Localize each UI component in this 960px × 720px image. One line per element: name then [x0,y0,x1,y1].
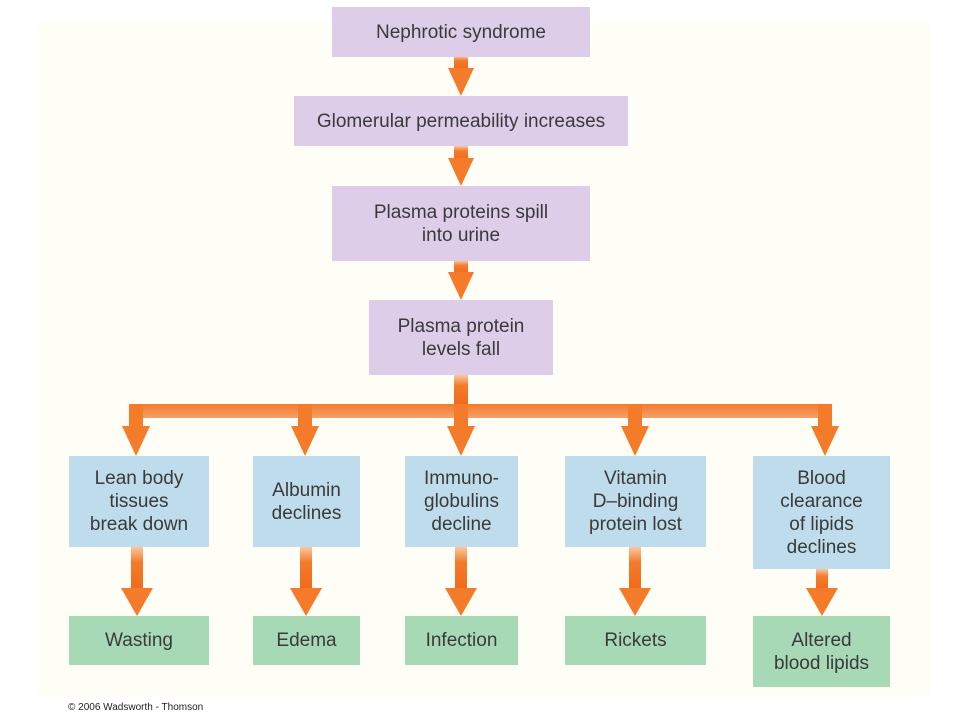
effect-arrows [121,547,838,616]
plasma-protein-levels-box: Plasma protein levels fall [369,300,553,375]
cause-label: Blood clearance of lipids declines [780,467,863,558]
effect-box-altered-lipids: Altered blood lipids [753,616,890,687]
plasma-proteins-spill-box: Plasma proteins spill into urine [332,186,590,261]
effect-box-rickets: Rickets [565,616,706,665]
effect-label: Wasting [105,630,173,651]
nephrotic-syndrome-box: Nephrotic syndrome [332,7,590,57]
effect-box-wasting: Wasting [69,616,209,665]
effect-box-edema: Edema [253,616,360,665]
cause-box-lean-body: Lean body tissues break down [69,456,209,547]
effect-label: Infection [425,630,498,651]
plasma-proteins-spill-label: Plasma proteins spill into urine [373,201,549,246]
cause-box-blood-lipids: Blood clearance of lipids declines [753,456,890,569]
glomerular-permeability-box: Glomerular permeability increases [294,96,628,146]
cause-box-immunoglobulins: Immuno- globulins decline [405,456,518,547]
branch-connector [122,375,839,456]
plasma-protein-levels-label: Plasma protein levels fall [397,315,525,360]
nephrotic-syndrome-label: Nephrotic syndrome [375,21,547,43]
effect-label: Altered blood lipids [773,629,870,674]
arrow-1 [448,56,474,96]
effect-label: Rickets [604,630,667,651]
cause-box-albumin: Albumin declines [253,456,360,547]
cause-label: Albumin declines [271,479,342,524]
cause-label: Lean body tissues break down [89,468,189,535]
cause-box-vitamin-d: Vitamin D–binding protein lost [565,456,706,547]
effect-box-infection: Infection [405,616,518,665]
effect-label: Edema [276,630,337,651]
glomerular-permeability-label: Glomerular permeability increases [316,110,606,132]
arrow-2 [448,146,474,186]
cause-label: Immuno- globulins decline [424,468,499,535]
arrow-3 [448,261,474,300]
cause-label: Vitamin D–binding protein lost [589,468,682,535]
copyright-credit: © 2006 Wadsworth - Thomson [68,702,204,713]
